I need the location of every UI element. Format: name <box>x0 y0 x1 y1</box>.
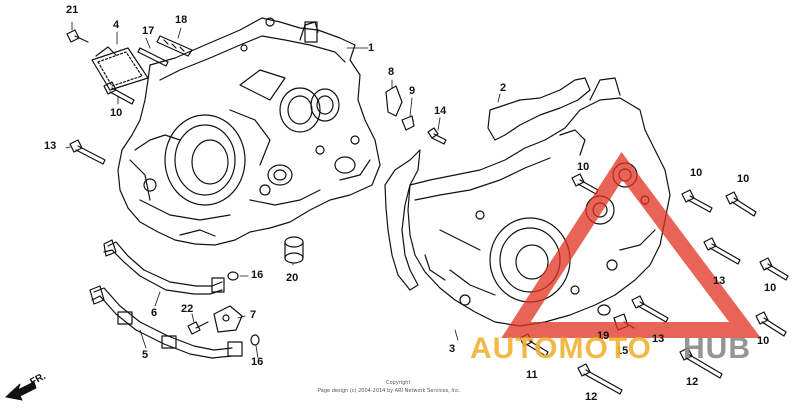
copyright-notice: Page design (c) 2004-2014 by ARI Network… <box>318 388 461 394</box>
front-direction-arrow <box>4 381 37 401</box>
callout-5: 5 <box>142 349 149 361</box>
bolt-12-a <box>577 363 623 395</box>
left-crankcase-half <box>117 17 381 246</box>
oil-hose-5 <box>89 285 243 359</box>
callout-8: 8 <box>388 66 395 78</box>
crankcase-gasket <box>384 77 591 291</box>
washer-19 <box>597 304 611 316</box>
callout-10-right-d: 10 <box>764 282 777 294</box>
callout-10-left: 10 <box>110 107 123 119</box>
bolt-10-left <box>103 81 135 105</box>
washer-9 <box>401 115 415 131</box>
callout-10-right-e: 10 <box>757 335 770 347</box>
breather-plate <box>91 46 149 91</box>
leader-lines <box>65 21 501 359</box>
callout-11: 11 <box>526 369 538 381</box>
callout-13-right-b: 13 <box>652 333 665 345</box>
copyright-label: Copyright <box>386 380 411 386</box>
callout-13-right-a: 13 <box>713 275 726 287</box>
callout-21: 21 <box>66 4 79 16</box>
callout-10-right-a: 10 <box>690 167 703 179</box>
oil-hose-6 <box>103 239 225 295</box>
stud-17 <box>137 47 169 67</box>
callout-6: 6 <box>151 307 158 319</box>
bolt-10-right-e <box>755 311 787 337</box>
bracket-8 <box>385 85 403 117</box>
watermark-logo <box>501 152 761 338</box>
callout-16-lower: 16 <box>251 356 264 368</box>
bolt-10-right-a <box>681 189 713 213</box>
clamp-7 <box>213 305 243 333</box>
bolt-10-right-c <box>571 173 599 195</box>
bolt-10-right-b <box>725 191 757 217</box>
bolt-13-right-a <box>703 237 741 265</box>
callout-7: 7 <box>250 309 257 321</box>
right-crankcase-half <box>407 77 671 327</box>
callout-20: 20 <box>286 272 299 284</box>
callout-3: 3 <box>449 343 456 355</box>
callout-9: 9 <box>409 85 416 97</box>
bolt-22 <box>187 321 209 335</box>
callout-4: 4 <box>113 19 120 31</box>
callout-15: 15 <box>616 345 629 357</box>
o-ring-16-lower <box>250 334 260 346</box>
watermark-text-secondary: HUB <box>683 332 751 365</box>
bolt-13-right-b <box>631 295 669 323</box>
callout-10-right-c: 10 <box>577 161 590 173</box>
bolt-10-right-d <box>759 257 789 281</box>
bolt-14 <box>427 127 447 145</box>
watermark-text-primary: AUTOMOTO <box>470 332 652 365</box>
callout-16-upper: 16 <box>251 269 264 281</box>
callout-14: 14 <box>434 105 447 117</box>
callout-13-left: 13 <box>44 140 57 152</box>
callout-10-right-b: 10 <box>737 173 750 185</box>
callout-19: 19 <box>597 330 610 342</box>
stud-18 <box>156 35 193 57</box>
callout-12-b: 12 <box>686 376 699 388</box>
callout-2: 2 <box>500 82 507 94</box>
callout-22: 22 <box>181 303 194 315</box>
callout-12-a: 12 <box>585 391 598 403</box>
callout-18: 18 <box>175 14 188 26</box>
callout-1: 1 <box>368 42 375 54</box>
callout-17: 17 <box>142 25 155 37</box>
bolt-12-b <box>679 347 723 379</box>
dowel-20 <box>284 236 304 264</box>
bolt-13-left <box>69 139 106 165</box>
o-ring-16-upper <box>227 271 239 281</box>
bolt-21 <box>66 29 89 43</box>
